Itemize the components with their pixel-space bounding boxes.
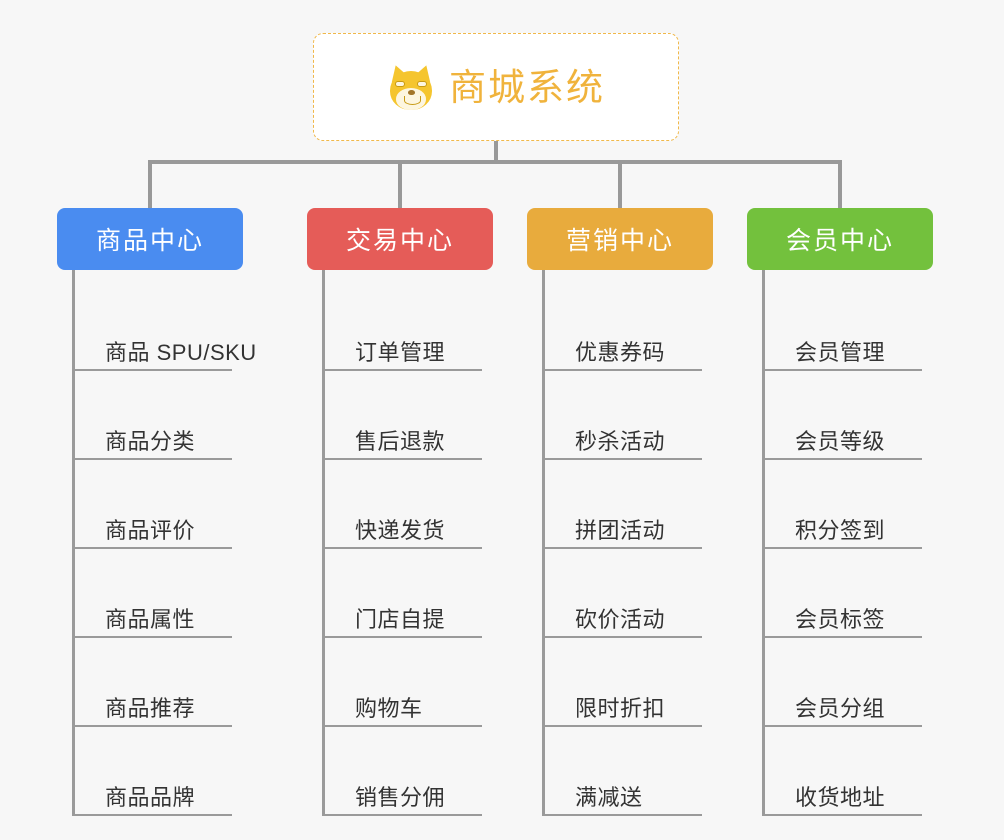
connector-root-stem: [494, 141, 498, 163]
leaf-label: 会员等级: [795, 428, 886, 454]
list-item[interactable]: 会员标签: [762, 549, 922, 638]
category-header-3-label: 营销中心: [565, 227, 674, 255]
connector-drop-3: [618, 162, 622, 208]
list-item[interactable]: 销售分佣: [322, 727, 482, 816]
category-column-4: 会员中心 会员管理 会员等级 积分签到 会员标签 会员分组 收货地址: [747, 208, 933, 816]
list-item[interactable]: 售后退款: [322, 371, 482, 460]
category-header-1-label: 商品中心: [95, 227, 204, 255]
leaf-label: 收货地址: [795, 784, 886, 810]
list-item[interactable]: 秒杀活动: [542, 371, 702, 460]
branch-2: 订单管理 售后退款 快递发货 门店自提 购物车 销售分佣: [322, 270, 493, 816]
branch-1: 商品 SPU/SKU 商品分类 商品评价 商品属性 商品推荐 商品品牌: [72, 270, 256, 816]
category-header-4[interactable]: 会员中心: [747, 208, 933, 270]
leaf-label: 商品推荐: [105, 695, 196, 721]
branch-trunk-4: [762, 270, 765, 816]
leaf-label: 商品分类: [105, 428, 196, 454]
leaf-label: 砍价活动: [575, 606, 666, 632]
category-header-4-label: 会员中心: [785, 227, 894, 255]
list-item[interactable]: 优惠券码: [542, 282, 702, 371]
leaf-label: 商品属性: [105, 606, 196, 632]
root-node[interactable]: 商城系统: [313, 33, 679, 141]
leaf-label: 会员管理: [795, 339, 886, 365]
leaf-label: 秒杀活动: [575, 428, 666, 454]
root-title: 商城系统: [449, 66, 605, 108]
leaf-label: 快递发货: [355, 517, 446, 543]
leaf-label: 积分签到: [795, 517, 886, 543]
category-header-3[interactable]: 营销中心: [527, 208, 713, 270]
leaf-label: 满减送: [575, 784, 643, 810]
leaf-label: 限时折扣: [575, 695, 666, 721]
leaf-label: 拼团活动: [575, 517, 666, 543]
list-item[interactable]: 购物车: [322, 638, 482, 727]
list-item[interactable]: 会员分组: [762, 638, 922, 727]
leaf-label: 商品评价: [105, 517, 196, 543]
leaf-label: 优惠券码: [575, 339, 666, 365]
list-item[interactable]: 商品品牌: [72, 727, 232, 816]
list-item[interactable]: 砍价活动: [542, 549, 702, 638]
list-item[interactable]: 商品 SPU/SKU: [72, 282, 256, 371]
list-item[interactable]: 满减送: [542, 727, 702, 816]
category-header-1[interactable]: 商品中心: [57, 208, 243, 270]
leaf-label: 销售分佣: [355, 784, 446, 810]
leaf-label: 商品 SPU/SKU: [105, 339, 257, 365]
branch-trunk-3: [542, 270, 545, 816]
leaf-label: 门店自提: [355, 606, 446, 632]
list-item[interactable]: 拼团活动: [542, 460, 702, 549]
list-item[interactable]: 收货地址: [762, 727, 922, 816]
leaf-label: 订单管理: [355, 339, 446, 365]
list-item[interactable]: 商品推荐: [72, 638, 232, 727]
category-header-2[interactable]: 交易中心: [307, 208, 493, 270]
list-item[interactable]: 商品评价: [72, 460, 232, 549]
connector-drop-1: [148, 162, 152, 208]
list-item[interactable]: 积分签到: [762, 460, 922, 549]
connector-drop-4: [838, 162, 842, 208]
branch-3: 优惠券码 秒杀活动 拼团活动 砍价活动 限时折扣 满减送: [542, 270, 713, 816]
leaf-label: 会员标签: [795, 606, 886, 632]
category-column-1: 商品中心 商品 SPU/SKU 商品分类 商品评价 商品属性 商品推荐 商品品牌: [57, 208, 256, 816]
leaf-label: 购物车: [355, 695, 423, 721]
list-item[interactable]: 会员管理: [762, 282, 922, 371]
category-column-2: 交易中心 订单管理 售后退款 快递发货 门店自提 购物车 销售分佣: [307, 208, 493, 816]
list-item[interactable]: 限时折扣: [542, 638, 702, 727]
branch-trunk-2: [322, 270, 325, 816]
shiba-dog-icon: [387, 62, 435, 112]
list-item[interactable]: 订单管理: [322, 282, 482, 371]
connector-horizontal-bar: [148, 160, 842, 164]
list-item[interactable]: 商品属性: [72, 549, 232, 638]
leaf-label: 会员分组: [795, 695, 886, 721]
branch-trunk-1: [72, 270, 75, 816]
list-item[interactable]: 商品分类: [72, 371, 232, 460]
connector-drop-2: [398, 162, 402, 208]
category-column-3: 营销中心 优惠券码 秒杀活动 拼团活动 砍价活动 限时折扣 满减送: [527, 208, 713, 816]
category-header-2-label: 交易中心: [345, 227, 454, 255]
leaf-label: 售后退款: [355, 428, 446, 454]
list-item[interactable]: 门店自提: [322, 549, 482, 638]
branch-4: 会员管理 会员等级 积分签到 会员标签 会员分组 收货地址: [762, 270, 933, 816]
leaf-label: 商品品牌: [105, 784, 196, 810]
list-item[interactable]: 快递发货: [322, 460, 482, 549]
list-item[interactable]: 会员等级: [762, 371, 922, 460]
